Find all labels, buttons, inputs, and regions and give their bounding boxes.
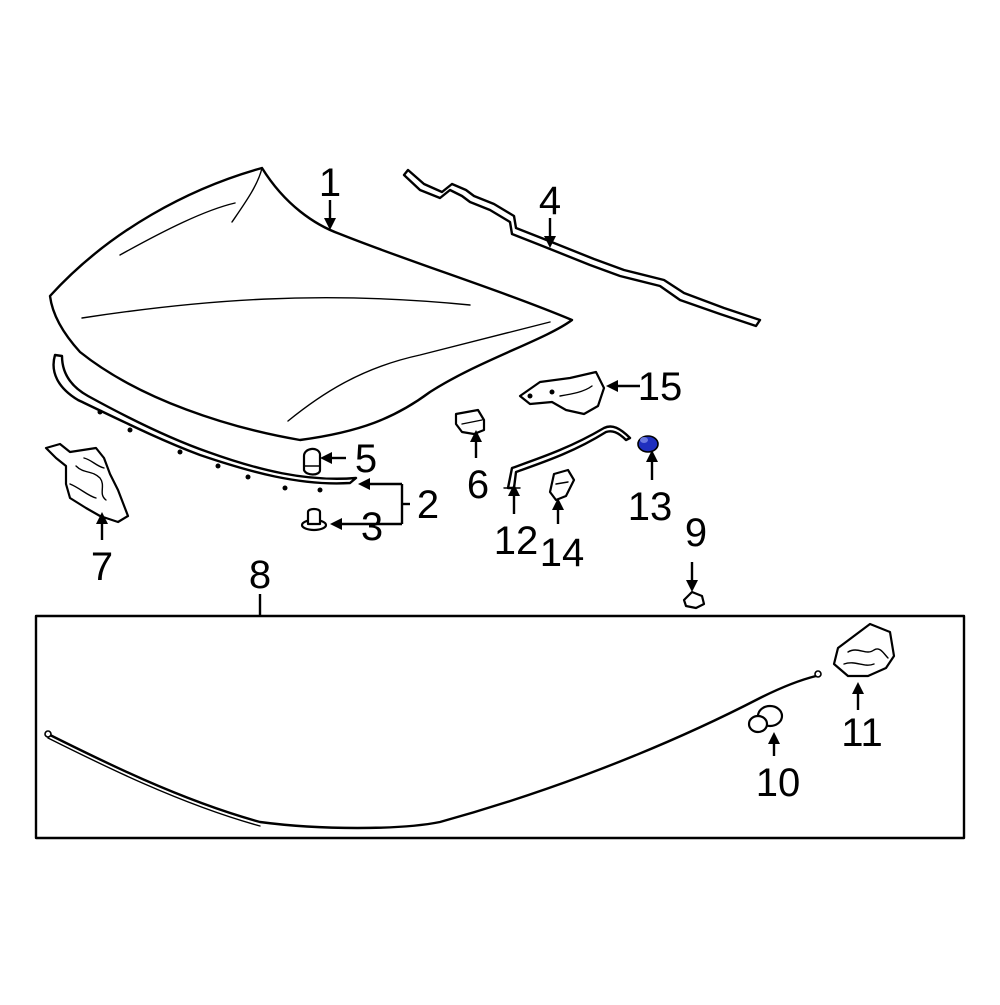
callout-1: 1 <box>319 161 341 205</box>
callout-14: 14 <box>540 531 585 575</box>
callout-7: 7 <box>91 545 113 589</box>
release-knob[interactable] <box>747 704 784 734</box>
grommet-13-highlighted[interactable] <box>637 435 659 453</box>
group-8-frame <box>34 614 966 840</box>
callout-12: 12 <box>494 519 539 563</box>
rod-holder-14[interactable] <box>548 468 576 502</box>
hood-panel[interactable] <box>48 166 574 442</box>
callout-13: 13 <box>628 485 673 529</box>
callout-6: 6 <box>467 463 489 507</box>
callout-arrows <box>96 200 864 756</box>
callout-2: 2 <box>417 483 439 527</box>
release-cable-group <box>34 614 966 840</box>
callout-labels: 1 4 15 5 2 3 6 13 12 14 7 9 8 10 11 <box>91 161 883 805</box>
callout-15: 15 <box>638 365 683 409</box>
release-cable[interactable] <box>46 674 818 830</box>
hood-latch[interactable] <box>832 622 896 678</box>
callout-4: 4 <box>539 179 561 223</box>
hood-front-molding[interactable] <box>52 353 358 493</box>
callout-3: 3 <box>361 505 383 549</box>
clip-5[interactable] <box>302 447 322 476</box>
clip-9[interactable] <box>682 590 706 610</box>
bumper-6[interactable] <box>454 408 486 436</box>
hood-hinge-left[interactable] <box>44 442 130 524</box>
hood-hinge-bracket[interactable] <box>518 370 606 416</box>
callout-5: 5 <box>355 437 377 481</box>
clip-3[interactable] <box>300 507 328 532</box>
callout-11: 11 <box>841 711 883 755</box>
hood-weatherstrip[interactable] <box>402 168 762 328</box>
callout-10: 10 <box>756 761 801 805</box>
callout-9: 9 <box>685 511 707 555</box>
callout-8: 8 <box>249 553 271 597</box>
